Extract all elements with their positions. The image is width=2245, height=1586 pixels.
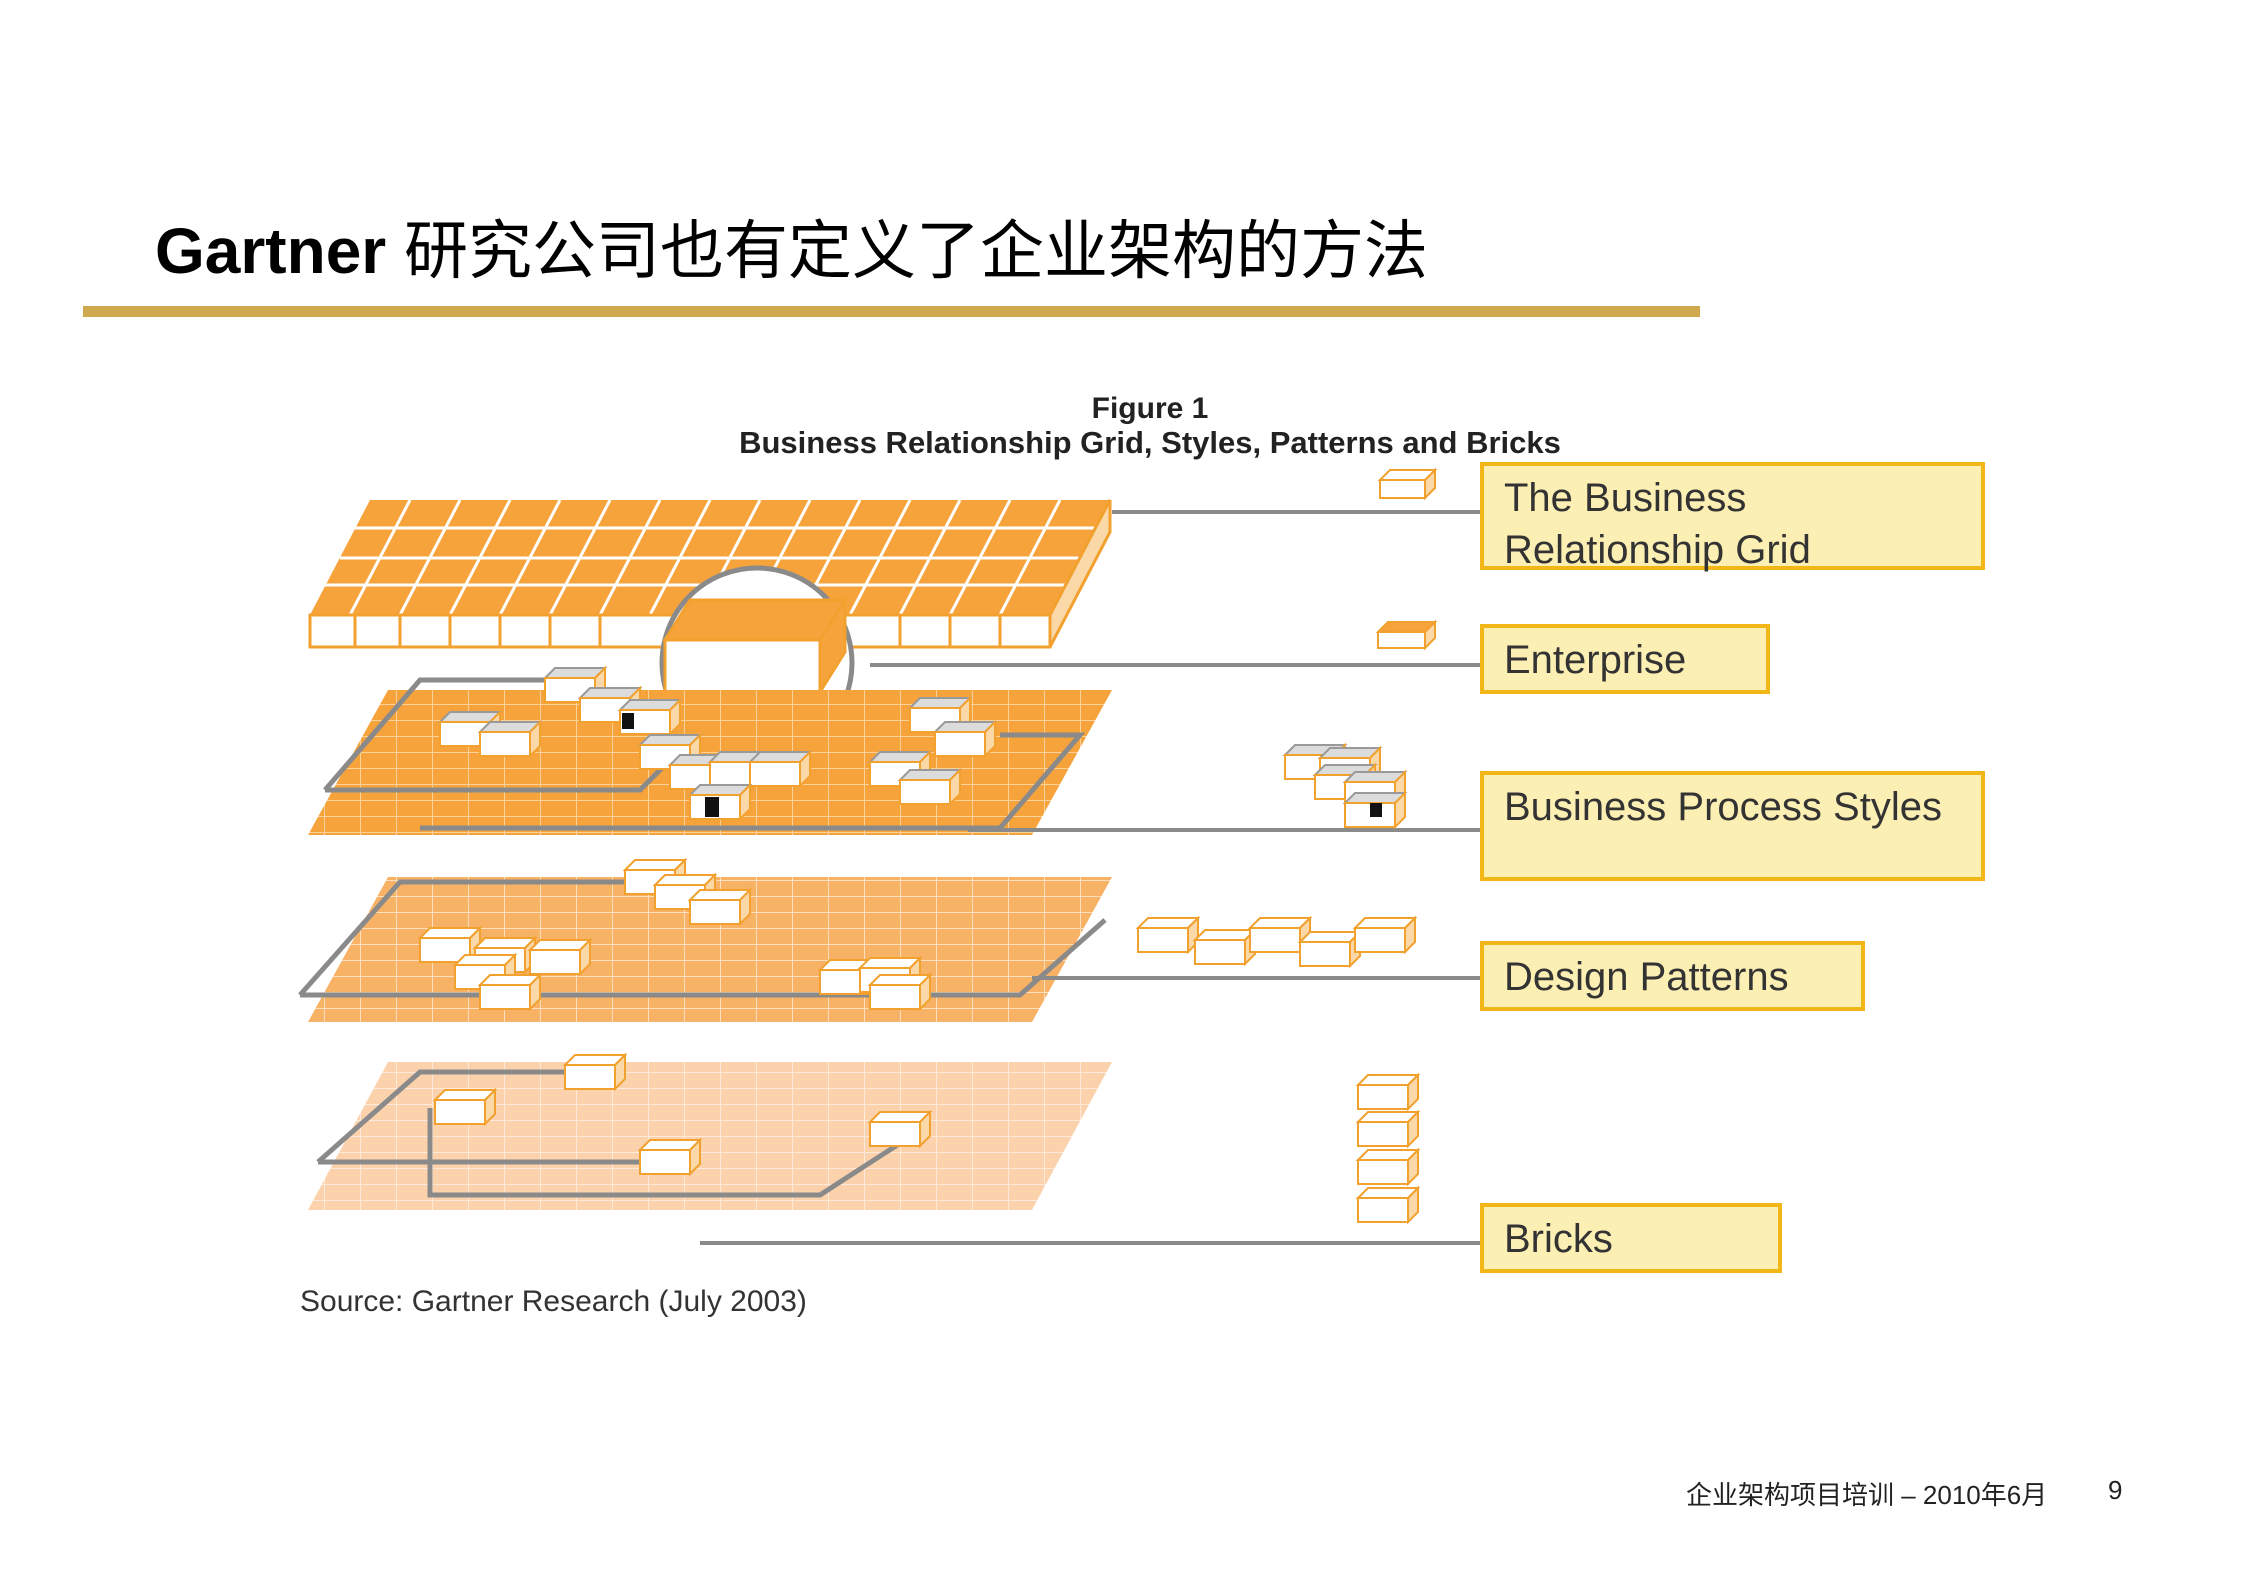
figure-source: Source: Gartner Research (July 2003) [300, 1285, 807, 1318]
label-bricks: Bricks [1480, 1203, 1782, 1273]
design-patterns-icon [1137, 917, 1416, 967]
enterprise-layer [308, 667, 1112, 835]
slide-title: Gartner 研究公司也有定义了企业架构的方法 [155, 200, 1428, 292]
bricks-layer [308, 1054, 1112, 1210]
label-business-relationship-grid: The Business Relationship Grid [1480, 462, 1985, 572]
design-patterns-layer [298, 859, 1112, 1022]
relationship-grid-layer [308, 499, 1112, 761]
slide-title-latin: Gartner [155, 215, 387, 287]
bricks-icon [1357, 1074, 1419, 1223]
figure-caption-title: Business Relationship Grid, Styles, Patt… [739, 425, 1561, 460]
label-business-process-styles: Business Process Styles [1480, 771, 1985, 881]
process-styles-icon [1284, 744, 1406, 828]
grid-icon [1377, 467, 1438, 501]
connector-lines [700, 510, 1482, 1245]
slide-title-cn: 研究公司也有定义了企业架构的方法 [403, 215, 1428, 289]
footer-text: 企业架构项目培训 – 2010年6月 [1686, 1480, 2048, 1510]
enterprise-icon [1375, 619, 1438, 651]
title-underline [83, 306, 1700, 317]
figure-caption-number: Figure 1 [1091, 392, 1209, 425]
label-design-patterns: Design Patterns [1480, 941, 1865, 1011]
label-enterprise: Enterprise [1480, 624, 1770, 694]
page-number: 9 [2108, 1475, 2123, 1505]
